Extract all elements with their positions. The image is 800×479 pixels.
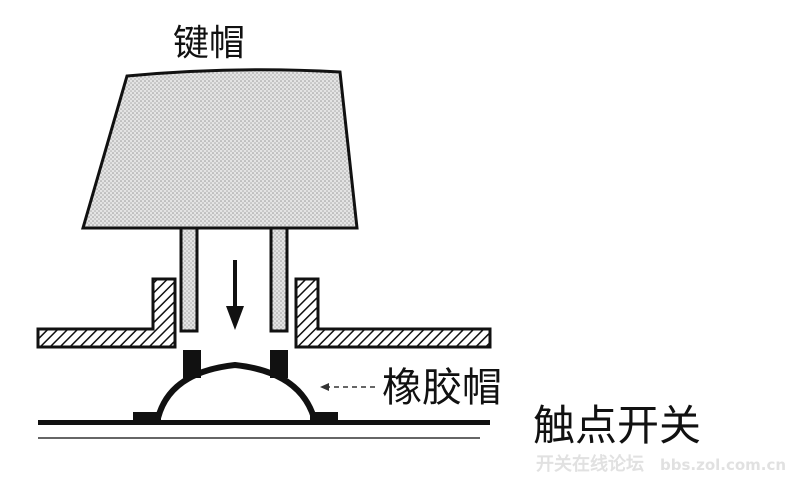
keycap [81, 68, 359, 230]
watermark-name: 开关在线论坛 [536, 454, 644, 475]
watermark-url: bbs.zol.com.cn [660, 456, 787, 474]
stem-left [179, 226, 199, 333]
keycap-label: 键帽 [173, 23, 246, 64]
stem-right [269, 226, 289, 333]
press-arrow [226, 260, 244, 330]
rubber-dome-label: 橡胶帽 [382, 365, 502, 411]
contact-switch-label: 触点开关 [533, 401, 702, 450]
housing-right [294, 277, 492, 349]
housing-left [36, 277, 177, 349]
contact-board [38, 420, 490, 425]
rubber-dome [133, 350, 338, 420]
dome-pointer-arrow [320, 383, 375, 391]
